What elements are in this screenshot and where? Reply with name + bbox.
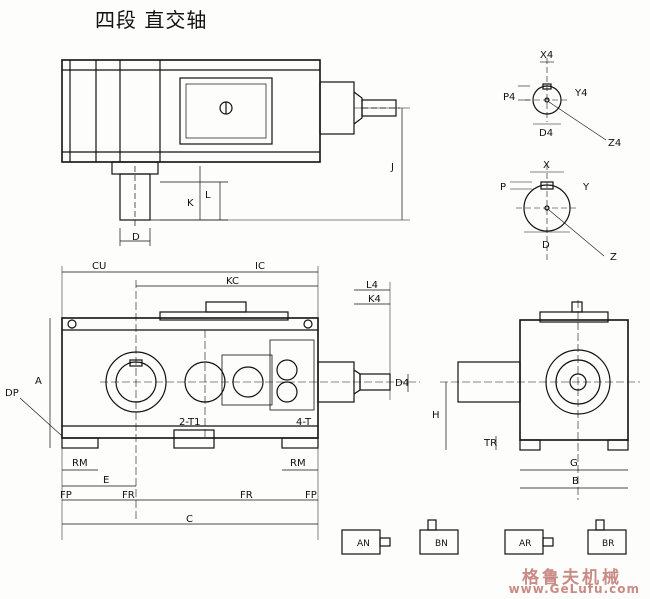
label-d4-front: D4 xyxy=(395,378,409,389)
label-d4: D4 xyxy=(539,128,553,139)
top-view xyxy=(61,59,410,246)
label-x4: X4 xyxy=(540,50,553,61)
label-p: P xyxy=(500,182,506,193)
watermark-brand: 格鲁夫机械 xyxy=(522,568,622,588)
front-view xyxy=(19,266,420,540)
label-fp-left: FP xyxy=(60,490,72,501)
mount-icon-ar xyxy=(504,529,554,555)
label-rm-right: RM xyxy=(290,458,306,469)
label-d-shaft: D xyxy=(542,240,550,251)
label-c: C xyxy=(186,514,193,525)
label-h: H xyxy=(432,410,440,421)
label-z4: Z4 xyxy=(608,138,621,149)
shaft-detail-top xyxy=(518,58,607,141)
label-ar: AR xyxy=(519,539,531,549)
label-g: G xyxy=(570,458,578,469)
label-fr-left: FR xyxy=(122,490,135,501)
label-2t1: 2-T1 xyxy=(179,417,201,428)
label-k4: K4 xyxy=(368,294,381,305)
label-a: A xyxy=(35,376,42,387)
label-cu: CU xyxy=(92,261,106,272)
label-an: AN xyxy=(357,539,370,549)
label-p4: P4 xyxy=(503,92,515,103)
label-br: BR xyxy=(602,539,614,549)
label-k: K xyxy=(187,198,194,209)
label-rm-left: RM xyxy=(72,458,88,469)
label-ic: IC xyxy=(255,261,265,272)
label-4t: 4-T xyxy=(296,417,312,428)
label-tr: TR xyxy=(483,438,497,449)
label-dp: DP xyxy=(5,388,19,399)
label-z: Z xyxy=(610,252,617,263)
watermark-url: www.GeLufu.com xyxy=(508,582,640,596)
label-l4: L4 xyxy=(366,280,378,291)
side-view xyxy=(440,300,640,500)
mount-icon-br xyxy=(587,519,627,555)
label-j: J xyxy=(390,162,394,173)
label-e: E xyxy=(103,475,109,486)
label-kc: KC xyxy=(226,276,239,287)
shaft-detail-bottom xyxy=(510,164,605,262)
drawing-title: 四段 直交轴 xyxy=(95,8,208,32)
label-y: Y xyxy=(582,182,590,193)
label-fp-right: FP xyxy=(305,490,317,501)
mount-icon-bn xyxy=(419,519,459,555)
label-fr-right: FR xyxy=(240,490,253,501)
label-bn: BN xyxy=(435,539,448,549)
label-d-top: D xyxy=(132,232,140,243)
label-l: L xyxy=(205,190,211,201)
label-b: B xyxy=(572,476,579,487)
mount-icon-an xyxy=(341,529,391,555)
label-x: X xyxy=(543,160,550,171)
label-y4: Y4 xyxy=(574,88,587,99)
